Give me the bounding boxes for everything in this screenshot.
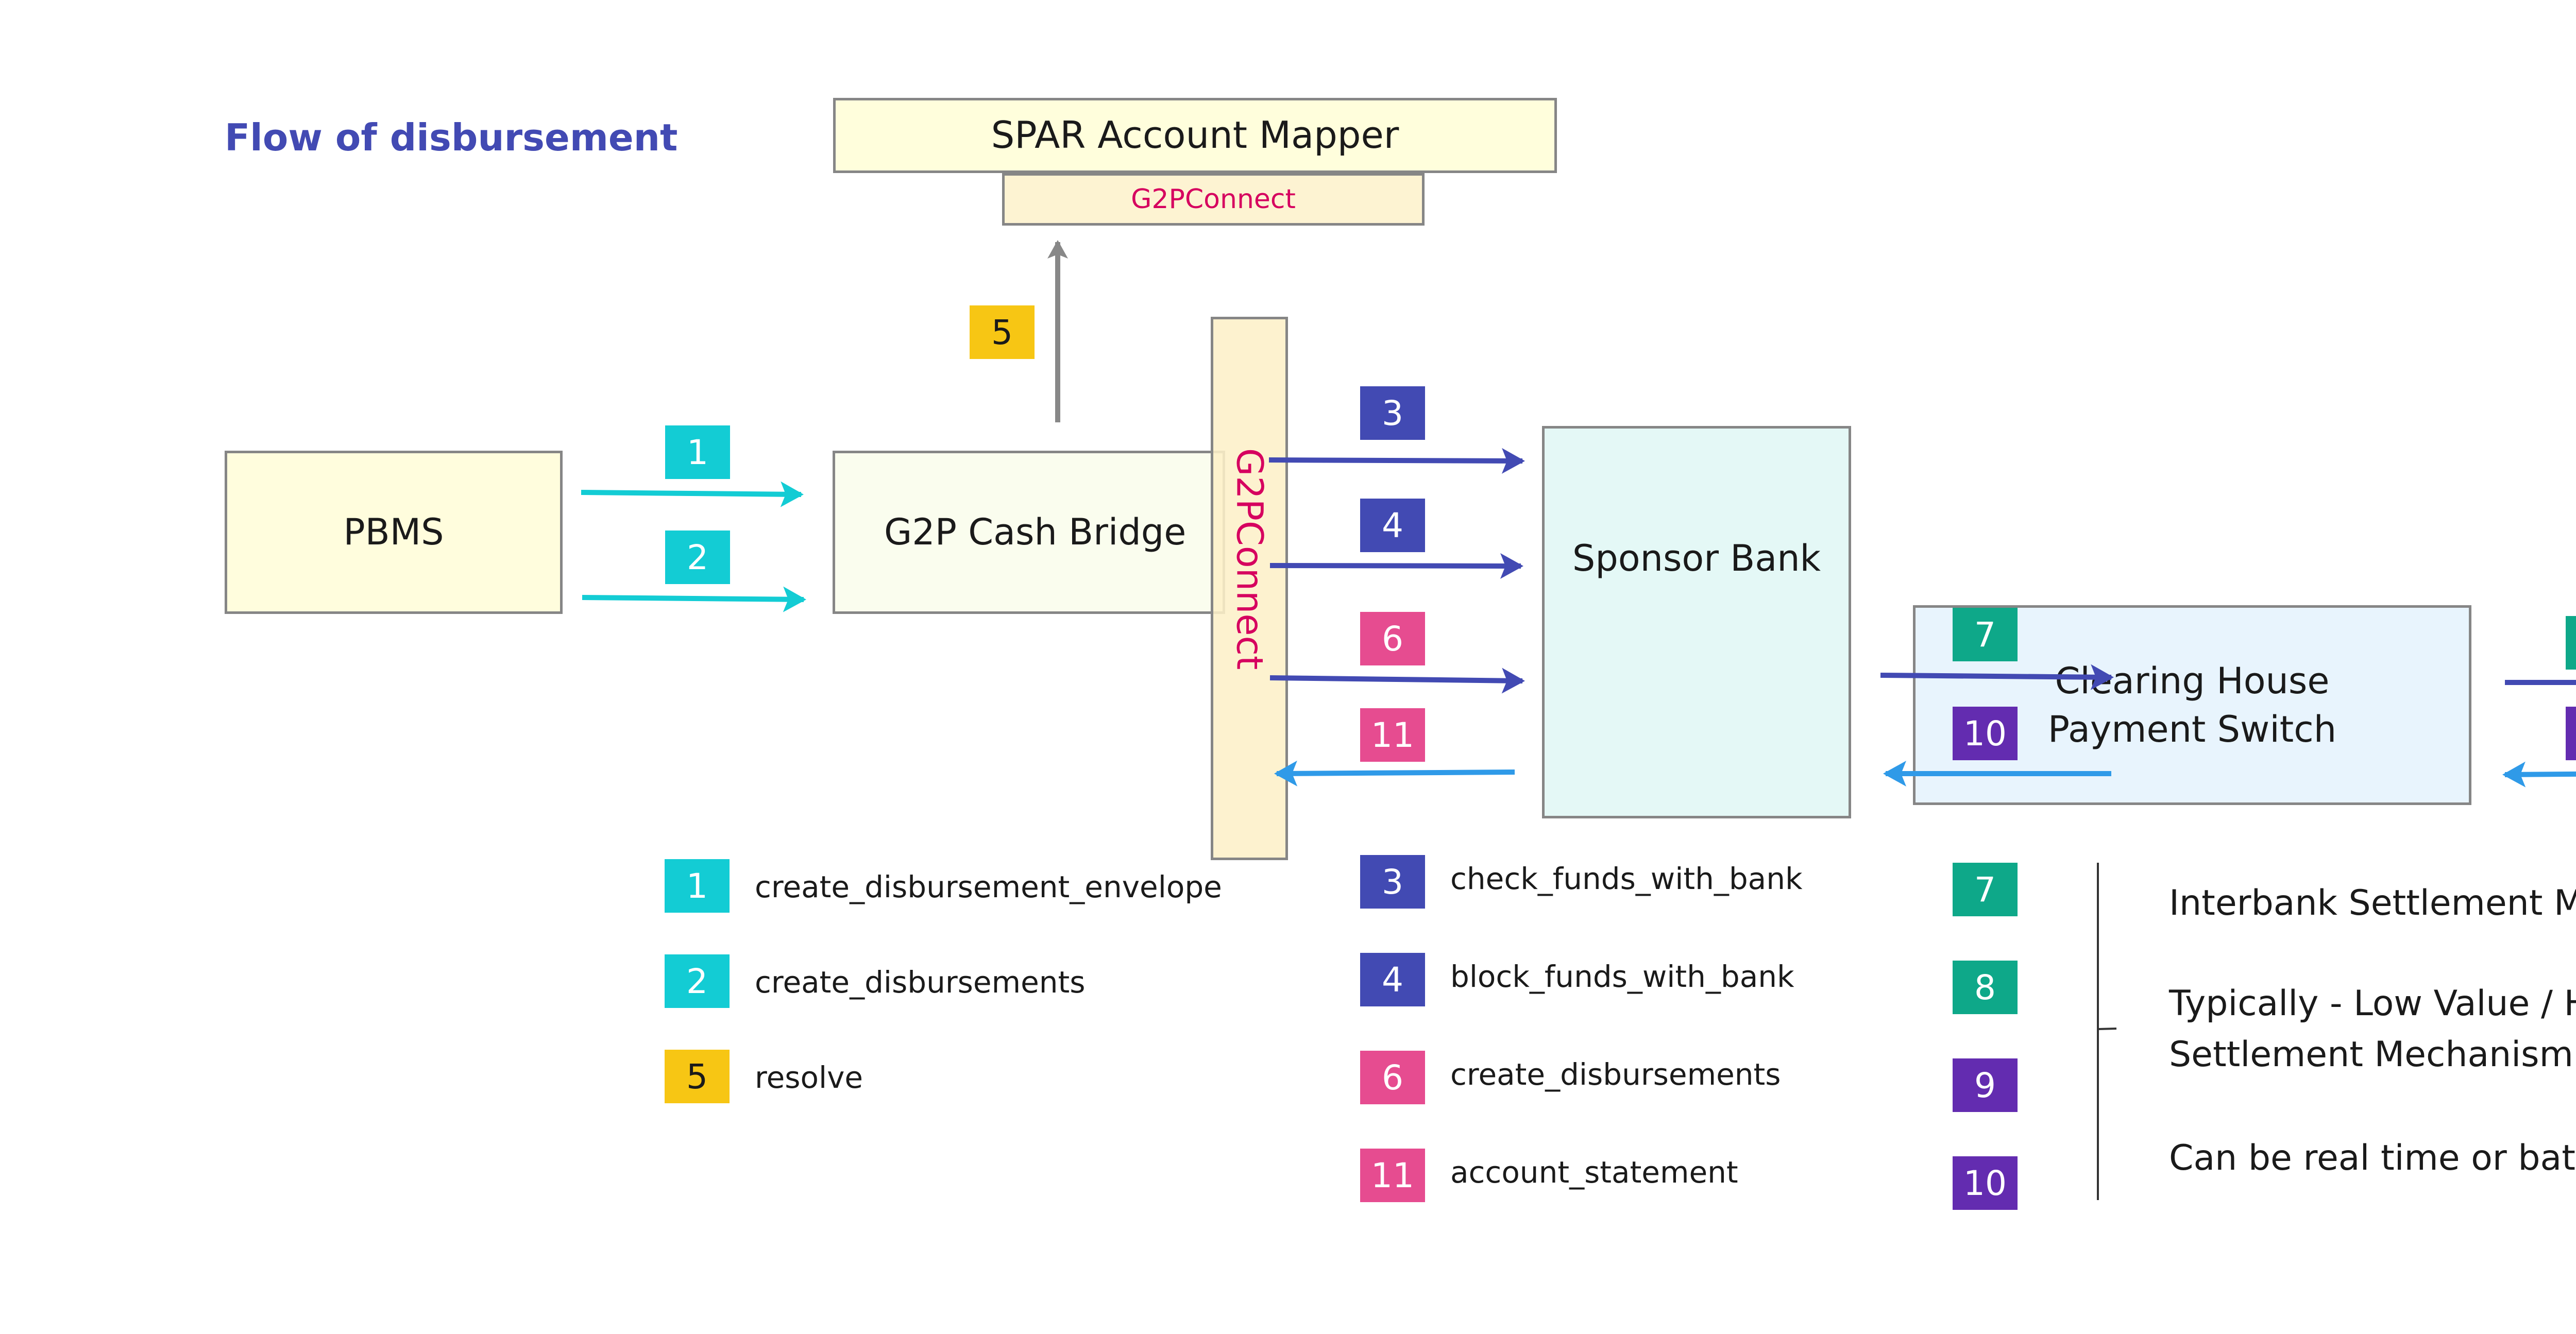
legend-badge: 3 <box>1360 855 1425 909</box>
arrow-2 <box>582 586 806 612</box>
settlement-note-2: Typically - Low Value / High Volume Nett… <box>2169 983 2576 1075</box>
spar-account-mapper-node: SPAR Account Mapper <box>833 98 1557 173</box>
clearing-house-label-line2: Payment Switch <box>2047 708 2337 750</box>
pbms-node: PBMS <box>225 451 563 614</box>
legend-label: create_disbursements <box>755 965 1086 1000</box>
flow-badge-4: 4 <box>1360 499 1425 552</box>
arrow-7 <box>1880 664 2114 690</box>
legend-badge: 5 <box>665 1050 730 1103</box>
legend-badge: 2 <box>665 954 730 1008</box>
flow-badge-9: 9 <box>2566 707 2576 760</box>
legend-label: block_funds_with_bank <box>1450 959 1794 994</box>
flow-badge-1: 1 <box>665 425 730 479</box>
legend-label: create_disbursements <box>1450 1057 1781 1092</box>
legend-item: 5 resolve <box>665 1050 1283 1103</box>
g2p-cash-bridge-label: G2P Cash Bridge <box>884 511 1187 554</box>
arrow-6 <box>1269 668 1525 694</box>
spar-account-mapper-label: SPAR Account Mapper <box>991 113 1399 157</box>
legend-label: check_funds_with_bank <box>1450 861 1803 896</box>
spar-g2pconnect-node: G2PConnect <box>1002 173 1425 226</box>
legend-badge: 1 <box>665 859 730 913</box>
g2p-cash-bridge-node: G2P Cash Bridge <box>833 451 1225 614</box>
legend-item: 3 check_funds_with_bank <box>1360 855 1875 909</box>
legend-badge: 6 <box>1360 1051 1425 1104</box>
settlement-note-1: Interbank Settlement Mechanism <box>2169 883 2576 923</box>
sponsor-bank-label: Sponsor Bank <box>1572 537 1821 579</box>
legend-badge: 11 <box>1360 1149 1425 1202</box>
legend-badge: 10 <box>1953 1156 2018 1210</box>
pbms-label: PBMS <box>343 511 444 554</box>
legend-badge: 8 <box>1953 961 2018 1014</box>
arrow-1 <box>581 481 804 507</box>
settlement-note-3: Can be real time or batch <box>2169 1138 2576 1178</box>
flow-badge-10: 10 <box>1953 707 2018 760</box>
bridge-g2pconnect-label: G2PConnect <box>1228 448 1271 670</box>
arrow-11 <box>1274 760 1515 786</box>
flow-badge-5: 5 <box>970 305 1035 359</box>
flow-badge-7: 7 <box>1953 608 2018 661</box>
legend-label: account_statement <box>1450 1155 1738 1190</box>
arrow-3 <box>1268 448 1525 474</box>
legend-item: 2 create_disbursements <box>665 954 1283 1008</box>
spar-g2pconnect-label: G2PConnect <box>1131 183 1296 215</box>
legend-label: create_disbursement_envelope <box>755 869 1222 904</box>
arrow-9 <box>2502 761 2576 788</box>
flow-badge-11: 11 <box>1360 708 1425 762</box>
legend-badge: 4 <box>1360 953 1425 1006</box>
flow-badge-8: 8 <box>2566 616 2576 670</box>
legend-item: 4 block_funds_with_bank <box>1360 953 1875 1006</box>
flow-badge-2: 2 <box>665 531 730 584</box>
flow-badge-6: 6 <box>1360 612 1425 665</box>
bridge-g2pconnect-node: G2PConnect <box>1211 317 1288 860</box>
page-title: Flow of disbursement <box>225 116 678 159</box>
sponsor-bank-node: Sponsor Bank <box>1542 426 1851 818</box>
legend-badge: 7 <box>1953 863 2018 916</box>
legend-item: 1 create_disbursement_envelope <box>665 859 1283 913</box>
legend-badge: 9 <box>1953 1058 2018 1112</box>
legend-label: resolve <box>755 1060 863 1095</box>
legend-item: 6 create_disbursements <box>1360 1051 1875 1104</box>
legend-item: 11 account_statement <box>1360 1149 1875 1202</box>
flow-badge-3: 3 <box>1360 386 1425 440</box>
